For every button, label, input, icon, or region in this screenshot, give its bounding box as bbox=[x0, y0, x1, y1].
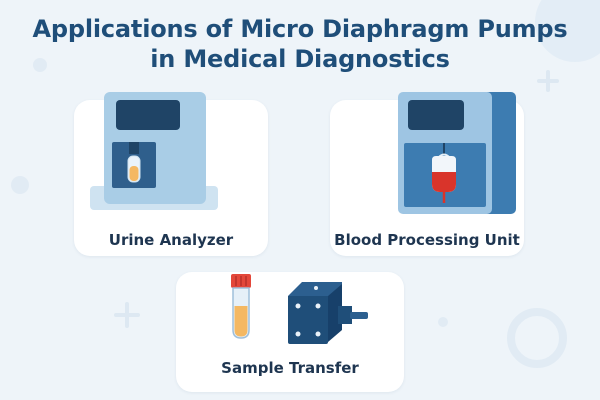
urine-analyzer-label: Urine Analyzer bbox=[108, 231, 234, 249]
blood-processing-unit-icon bbox=[398, 92, 516, 214]
title-line-1: Applications of Micro Diaphragm Pumps bbox=[32, 15, 568, 43]
sample-transfer-card: Sample Transfer bbox=[176, 272, 404, 392]
title-line-2: in Medical Diagnostics bbox=[150, 45, 450, 73]
blood-processing-unit-label: Blood Processing Unit bbox=[334, 231, 520, 249]
diaphragm-pump-icon bbox=[288, 282, 368, 344]
urine-analyzer-card: Urine Analyzer bbox=[74, 92, 268, 256]
page-title: Applications of Micro Diaphragm Pumps in… bbox=[0, 14, 600, 74]
blood-processing-unit-card: Blood Processing Unit bbox=[330, 92, 524, 256]
sample-tube-icon bbox=[231, 274, 251, 339]
sample-transfer-label: Sample Transfer bbox=[221, 359, 359, 377]
urine-analyzer-icon bbox=[90, 92, 218, 210]
